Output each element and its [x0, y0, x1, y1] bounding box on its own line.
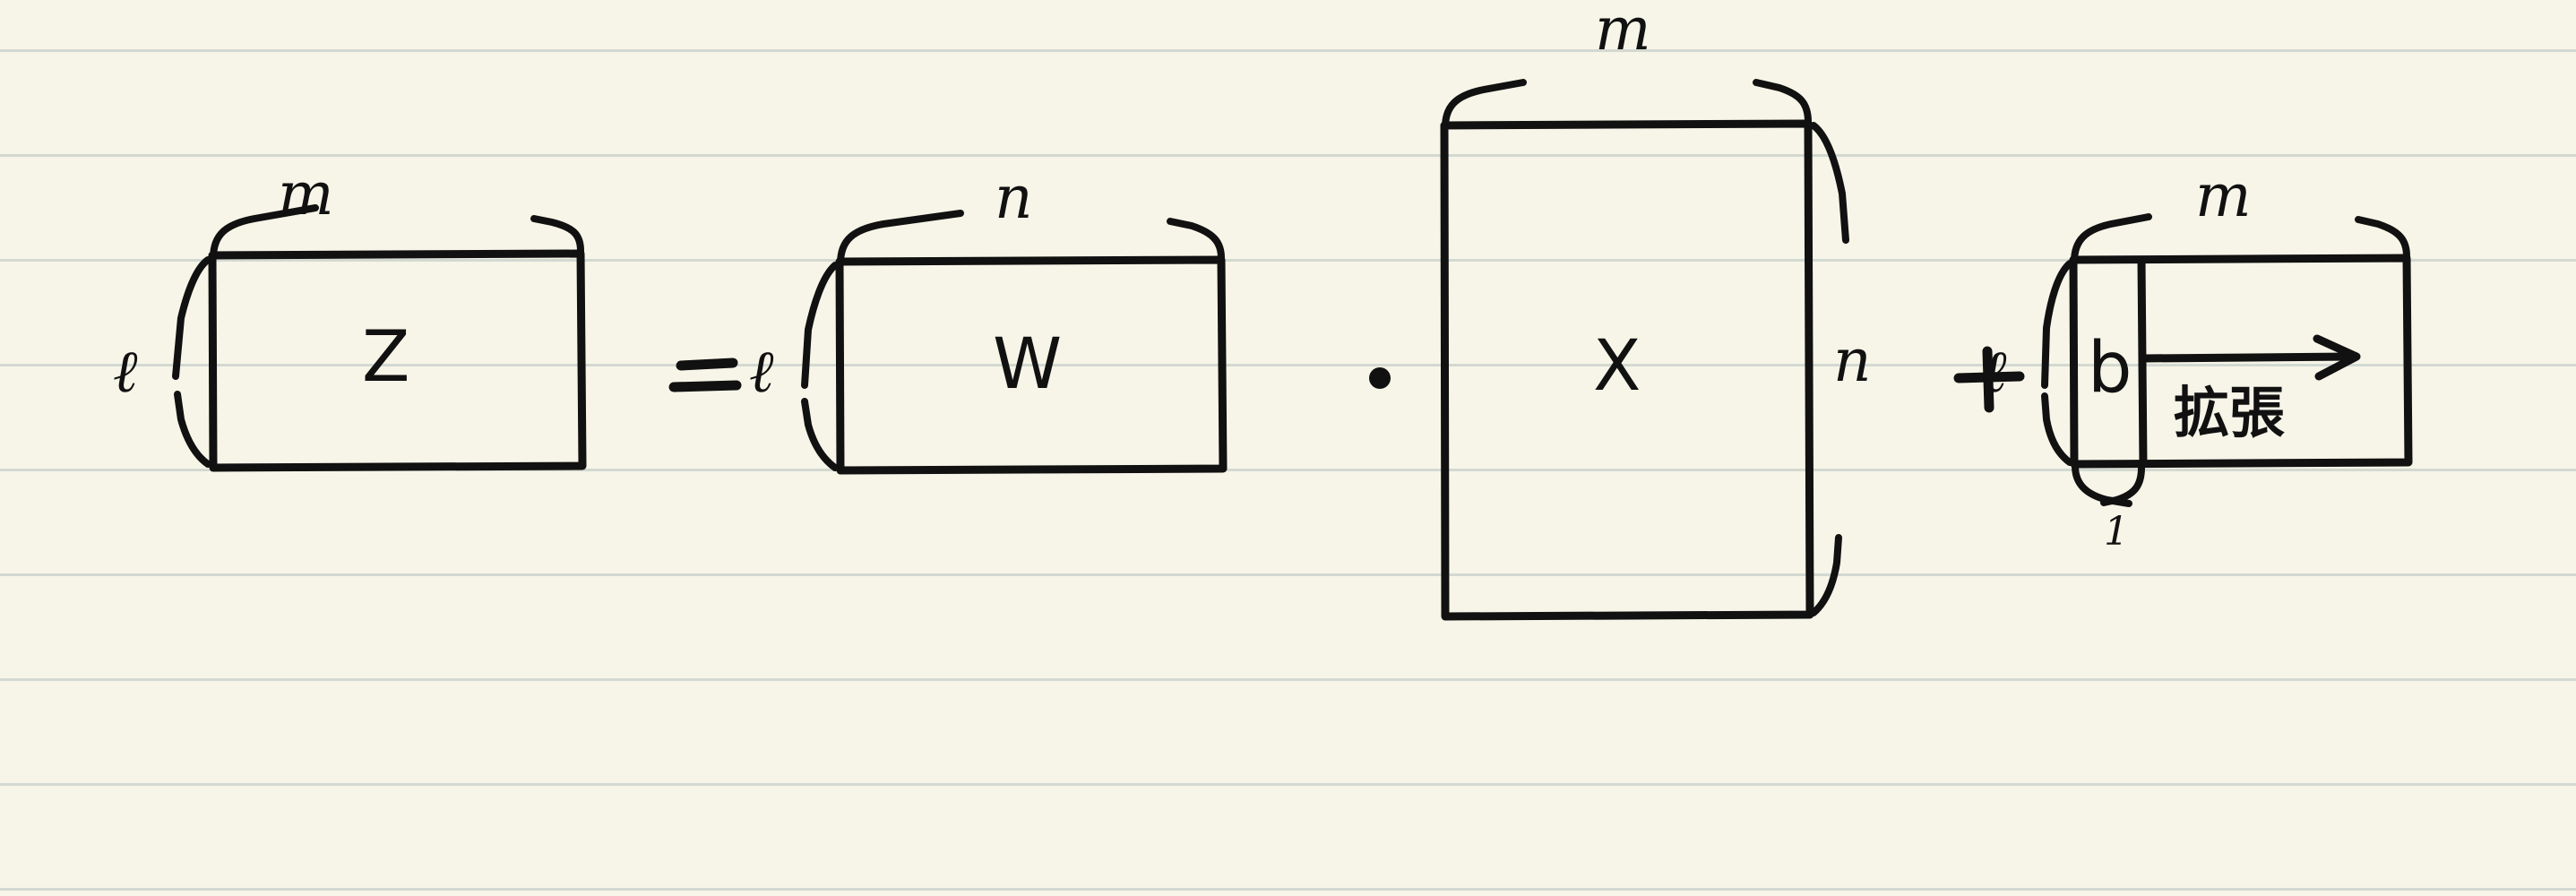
z-cols-dimension-label: m	[278, 159, 334, 228]
matrix-box-w	[835, 255, 1228, 475]
matrix-box-z	[208, 249, 587, 472]
plus-sign-strokes	[1953, 346, 2025, 413]
brace-left-w	[801, 262, 839, 471]
brace-left-z	[172, 256, 211, 468]
b-cols-dimension-label: m	[2195, 161, 2252, 230]
x-cols-dimension-label: m	[1595, 0, 1651, 64]
dot-operator-mark	[1369, 367, 1391, 389]
matrix-label-b: b	[2088, 328, 2132, 409]
broadcast-arrow	[2139, 334, 2361, 381]
b-rows-dimension-label: ℓ	[1982, 337, 2007, 406]
brace-left-b	[2041, 260, 2073, 466]
matrix-label-x: X	[1593, 326, 1641, 407]
brace-bottom-b	[2072, 462, 2145, 507]
x-rows-dimension-label: n	[1833, 326, 1872, 395]
z-rows-dimension-label: ℓ	[113, 337, 138, 406]
brace-top-b	[2071, 213, 2410, 265]
brace-top-x	[1442, 79, 1812, 131]
w-rows-dimension-label: ℓ	[749, 337, 774, 406]
brace-top-z	[210, 204, 584, 262]
matrix-label-z: Z	[362, 317, 410, 398]
matrix-label-w: W	[993, 324, 1063, 405]
broadcast-annotation-label: 拡張	[2174, 380, 2286, 445]
brace-top-w	[837, 210, 1225, 267]
matrix-box-x	[1440, 119, 1814, 621]
bias-column-width-label: 1	[2104, 509, 2129, 555]
w-cols-dimension-label: n	[995, 163, 1033, 232]
equals-sign-strokes	[668, 358, 742, 392]
brace-right-x	[1810, 122, 1849, 616]
